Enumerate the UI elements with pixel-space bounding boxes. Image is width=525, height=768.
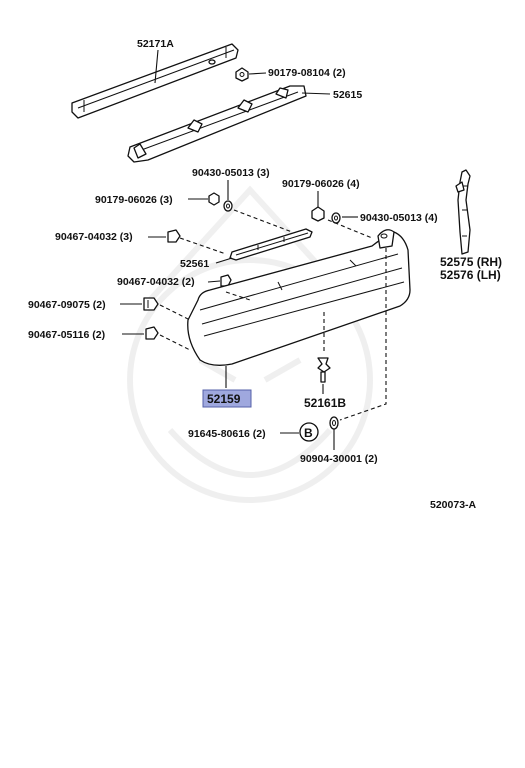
part-52561-moulding <box>229 228 313 261</box>
circle-b-marker: B <box>299 422 319 442</box>
part-90430-05013-washer-left <box>223 200 233 212</box>
label-90904-30001: 90904-30001 (2) <box>300 453 378 465</box>
part-52159-bumper-cover <box>187 229 411 366</box>
label-90179-06026-4: 90179-06026 (4) <box>282 178 360 190</box>
label-52171A: 52171A <box>137 38 174 50</box>
label-90430-05013-3: 90430-05013 (3) <box>192 167 270 179</box>
part-90179-08104-nut <box>235 67 249 82</box>
part-52161B-clip <box>317 357 331 383</box>
label-90467-09075: 90467-09075 (2) <box>28 299 106 311</box>
label-90467-05116: 90467-05116 (2) <box>28 329 105 341</box>
label-91645-80616: 91645-80616 (2) <box>188 428 266 440</box>
label-90430-05013-4: 90430-05013 (4) <box>360 212 438 224</box>
part-90467-05116-clip <box>145 326 159 340</box>
part-90430-05013-washer-right <box>331 212 341 224</box>
part-90179-06026-nut-left <box>208 192 220 206</box>
part-90467-04032-clip-left <box>167 229 181 243</box>
label-52159-highlight <box>202 389 252 408</box>
assembly-dashed-lines <box>159 209 387 421</box>
label-90179-08104: 90179-08104 (2) <box>268 67 346 79</box>
label-52575: 52575 (RH) <box>440 255 502 269</box>
label-52615: 52615 <box>333 89 362 101</box>
label-52161B: 52161B <box>304 396 346 410</box>
label-90467-04032-2: 90467-04032 (2) <box>117 276 195 288</box>
diagram-reference-number: 520073-A <box>430 499 477 511</box>
part-90467-04032-clip-center <box>220 274 232 287</box>
part-90904-30001-grommet <box>329 416 339 430</box>
label-90467-04032-3: 90467-04032 (3) <box>55 231 133 243</box>
label-52561: 52561 <box>180 258 209 270</box>
part-52615-absorber <box>127 85 307 163</box>
label-52576: 52576 (LH) <box>440 268 501 282</box>
label-90179-06026-3: 90179-06026 (3) <box>95 194 173 206</box>
part-90179-06026-nut-right <box>311 206 325 222</box>
part-52575-52576-side-bracket <box>455 169 471 255</box>
svg-text:B: B <box>304 426 313 440</box>
part-90467-09075-retainer <box>143 297 159 311</box>
label-52159: 52159 <box>207 392 241 406</box>
